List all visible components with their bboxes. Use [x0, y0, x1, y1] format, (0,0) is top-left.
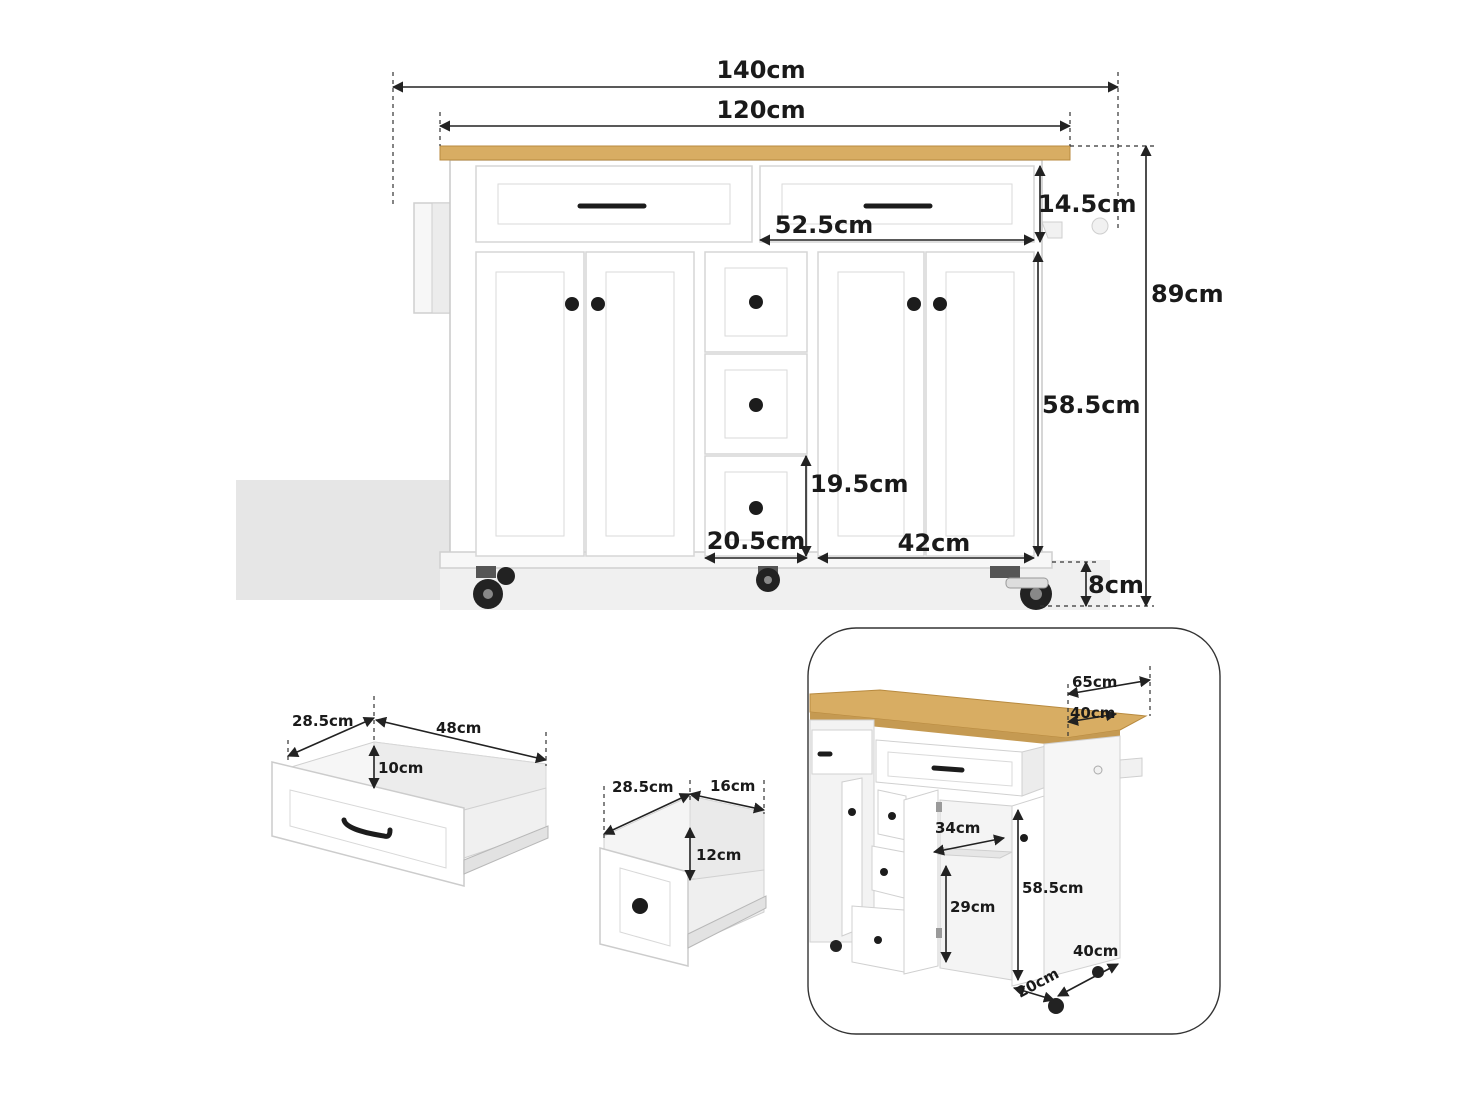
- small-drawer-slide: [687, 895, 767, 949]
- right-door-knob-1: [907, 297, 921, 311]
- dim-line-small-28-5: [602, 793, 692, 835]
- small-drawer-front-inset: [619, 867, 671, 947]
- right-door-1-inset: [837, 271, 905, 537]
- top-drawer-left-inset: [497, 183, 731, 225]
- inset-dim-label-65: 65cm: [1072, 673, 1117, 691]
- inset-mid-drawer-3-knob: [874, 936, 882, 944]
- middle-drawer-2-inset: [724, 369, 788, 439]
- dim-label-19-5: 19.5cm: [810, 470, 908, 498]
- right-door-knob-2: [933, 297, 947, 311]
- inset-dim-line-40-top: [1066, 710, 1118, 726]
- small-drawer-knob: [632, 898, 648, 914]
- inset-dim-line-40-bottom: [1057, 963, 1119, 997]
- inset-dim-label-34: 34cm: [935, 819, 980, 837]
- inset-side-rack: [1119, 757, 1143, 779]
- dim-label-large-48: 48cm: [436, 719, 481, 737]
- top-drawer-right-inset: [781, 183, 1013, 225]
- right-door-1: [817, 251, 925, 557]
- inset-left-door-knob: [848, 808, 856, 816]
- inset-wood-top-edge: [810, 712, 1120, 746]
- dim-line-large-28-5: [286, 716, 376, 758]
- dim-line-large-48: [374, 716, 548, 764]
- dim-label-20-5: 20.5cm: [707, 527, 805, 555]
- large-drawer-slide: [463, 825, 549, 875]
- dim-label-large-28-5: 28.5cm: [292, 712, 354, 730]
- large-drawer-front-inset: [289, 789, 447, 869]
- inset-top-drawer-handle: [931, 765, 965, 773]
- left-door-1-inset: [495, 271, 565, 537]
- dim-label-58-5: 58.5cm: [1042, 391, 1140, 419]
- wheel-left: [473, 566, 515, 609]
- inset-mid-drawer-1-knob: [888, 812, 896, 820]
- inset-right-door-knob: [1020, 834, 1028, 842]
- inset-dim-label-29: 29cm: [950, 898, 995, 916]
- middle-drawer-2-knob: [749, 398, 763, 412]
- wheel-middle: [756, 566, 780, 592]
- left-door-1: [475, 251, 585, 557]
- wood-top: [439, 145, 1071, 161]
- large-drawer-detail: 28.5cm 48cm 10cm: [271, 696, 549, 887]
- dim-label-89: 89cm: [1151, 280, 1224, 308]
- main-front-view: 140cm 120cm 14.5cm 52.5cm 89cm 58.5cm 19…: [236, 56, 1224, 610]
- inset-hinge-bottom: [936, 928, 942, 938]
- inset-dim-line-65: [1066, 676, 1152, 698]
- dim-line-small-16: [688, 790, 766, 814]
- left-door-knob-2: [591, 297, 605, 311]
- side-hook: [1041, 221, 1063, 239]
- inset-mid-drawer-2-knob: [880, 868, 888, 876]
- left-door-2-inset: [605, 271, 675, 537]
- inset-dim-label-40-bottom: 40cm: [1073, 942, 1118, 960]
- dim-label-small-28-5: 28.5cm: [612, 778, 674, 796]
- inset-top-drawer-inset: [887, 751, 1013, 787]
- large-drawer-handle: [341, 817, 393, 839]
- left-door-2: [585, 251, 695, 557]
- inset-open-door-center: [903, 789, 939, 975]
- dim-label-120: 120cm: [716, 96, 805, 124]
- inset-dim-line-34: [932, 834, 1006, 856]
- inset-side-knob: [1093, 765, 1103, 775]
- inset-dim-label-58-5: 58.5cm: [1022, 879, 1084, 897]
- dim-label-52-5: 52.5cm: [775, 211, 873, 239]
- dim-label-140: 140cm: [716, 56, 805, 84]
- dim-label-14-5: 14.5cm: [1038, 190, 1136, 218]
- dim-label-small-16: 16cm: [710, 777, 755, 795]
- middle-drawer-3-knob: [749, 501, 763, 515]
- dim-label-large-10: 10cm: [378, 759, 423, 777]
- middle-drawer-1-inset: [724, 267, 788, 337]
- inset-view: 65cm 40cm 34cm 58.5cm 29cm 40cm 20cm: [807, 627, 1221, 1035]
- floor-shadow: [236, 480, 470, 600]
- inset-wheel-front: [1048, 998, 1064, 1014]
- side-hook-knob: [1091, 217, 1109, 235]
- middle-drawer-1-knob: [749, 295, 763, 309]
- wheel-right: [990, 566, 1052, 610]
- left-door-knob-1: [565, 297, 579, 311]
- inset-dim-line-20: [1012, 985, 1056, 1003]
- right-door-2-inset: [945, 271, 1015, 537]
- dim-label-small-12: 12cm: [696, 846, 741, 864]
- inset-dim-label-40-top: 40cm: [1070, 704, 1115, 722]
- inset-wheel-left: [830, 940, 842, 952]
- dim-label-42: 42cm: [898, 529, 971, 557]
- inset-right-side: [1043, 735, 1121, 979]
- dim-label-8: 8cm: [1088, 571, 1144, 599]
- large-drawer-front: [271, 761, 465, 887]
- middle-drawer-3-inset: [724, 471, 788, 541]
- small-drawer-detail: 28.5cm 16cm 12cm: [599, 777, 767, 967]
- inset-hinge-top: [936, 802, 942, 812]
